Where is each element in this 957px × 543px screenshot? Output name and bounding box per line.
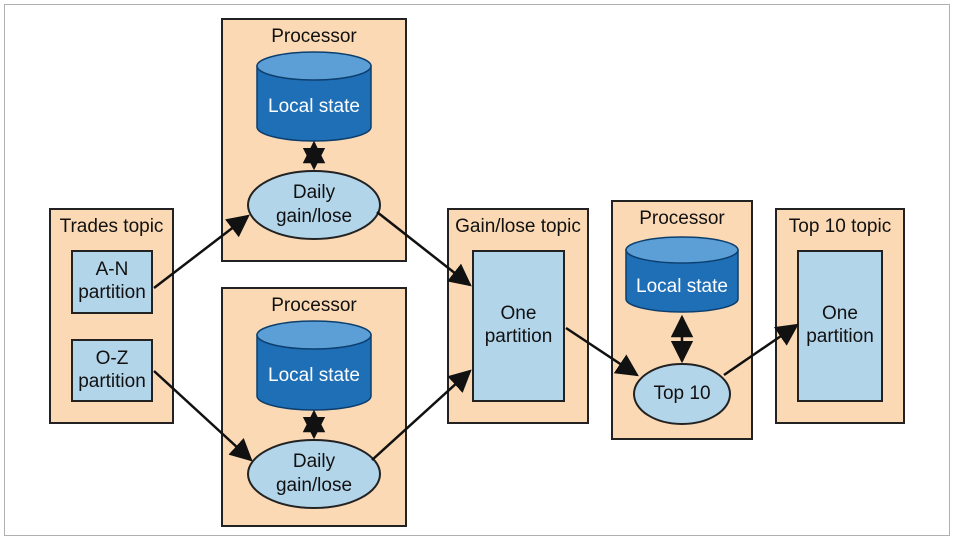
top10-op-label: Top 10 bbox=[653, 383, 711, 405]
partition-o-z: O-Z partition bbox=[71, 339, 153, 402]
processor-right-title: Processor bbox=[639, 208, 725, 229]
processor-top-title: Processor bbox=[271, 26, 357, 47]
local-state-cylinder-top bbox=[256, 51, 372, 142]
partition-a-n: A-N partition bbox=[71, 250, 153, 314]
flow-arrow-bottom-op-to-gainlose bbox=[371, 369, 472, 461]
processor-bottom-title: Processor bbox=[271, 295, 357, 316]
local-state-cylinder-bottom bbox=[256, 320, 372, 411]
trades-topic-title: Trades topic bbox=[59, 216, 164, 237]
top10-topic-title: Top 10 topic bbox=[788, 216, 892, 237]
local-state-label-top: Local state bbox=[268, 96, 360, 118]
flow-arrow-oz-to-op bbox=[153, 370, 253, 462]
gainlose-partition: One partition bbox=[472, 250, 565, 402]
daily-gain-lose-label-top: Daily gain/lose bbox=[275, 182, 353, 227]
daily-gain-lose-label-bottom: Daily gain/lose bbox=[275, 451, 353, 496]
daily-gain-lose-op-bottom bbox=[247, 439, 381, 509]
local-state-cylinder-right bbox=[625, 236, 739, 313]
gainlose-topic-title: Gain/lose topic bbox=[455, 216, 581, 237]
flow-arrow-top-op-to-gainlose bbox=[376, 211, 472, 287]
top10-partition: One partition bbox=[797, 250, 883, 402]
local-state-label-bottom: Local state bbox=[268, 365, 360, 387]
top10-op bbox=[633, 363, 731, 425]
flow-arrow-an-to-op bbox=[153, 214, 250, 289]
daily-gain-lose-op-top bbox=[247, 170, 381, 240]
flow-arrow-gainlose-to-top10 bbox=[565, 326, 639, 377]
local-state-label-right: Local state bbox=[636, 276, 728, 298]
flow-arrow-top10-to-topic bbox=[723, 323, 799, 377]
